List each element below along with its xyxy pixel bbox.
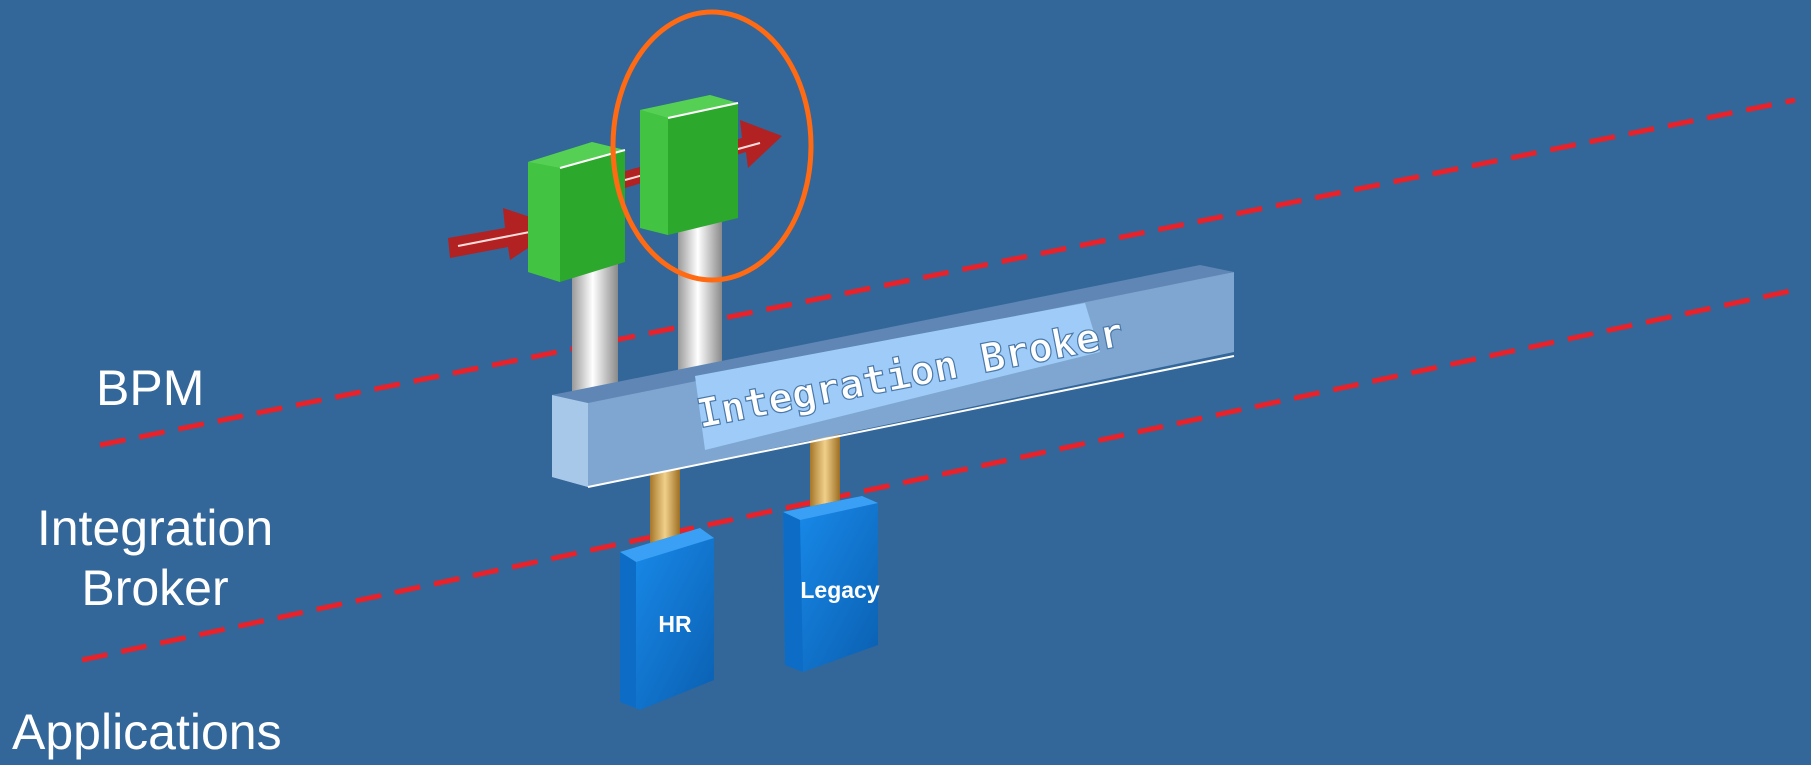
layer-label-bpm: BPM [96,360,205,416]
app-label-legacy: Legacy [800,577,879,603]
process-step-2 [640,95,739,235]
process-step-1 [528,142,626,282]
applications-divider-line [81,287,1796,663]
connector-legacy [810,428,840,513]
app-box-hr: HR [620,528,714,710]
app-box-legacy: Legacy [783,496,880,672]
bpm-divider-line [99,97,1796,448]
layer-label-integration-broker: Integration Broker [36,500,274,616]
process-post-1 [572,262,618,402]
highlight-ring [610,9,814,283]
app-label-hr: HR [658,611,692,637]
broker-label-panel [695,303,1100,450]
integration-broker-bar: Integration Broker [552,265,1235,488]
layer-label-applications: Applications [12,704,282,760]
process-post-2 [678,215,722,375]
